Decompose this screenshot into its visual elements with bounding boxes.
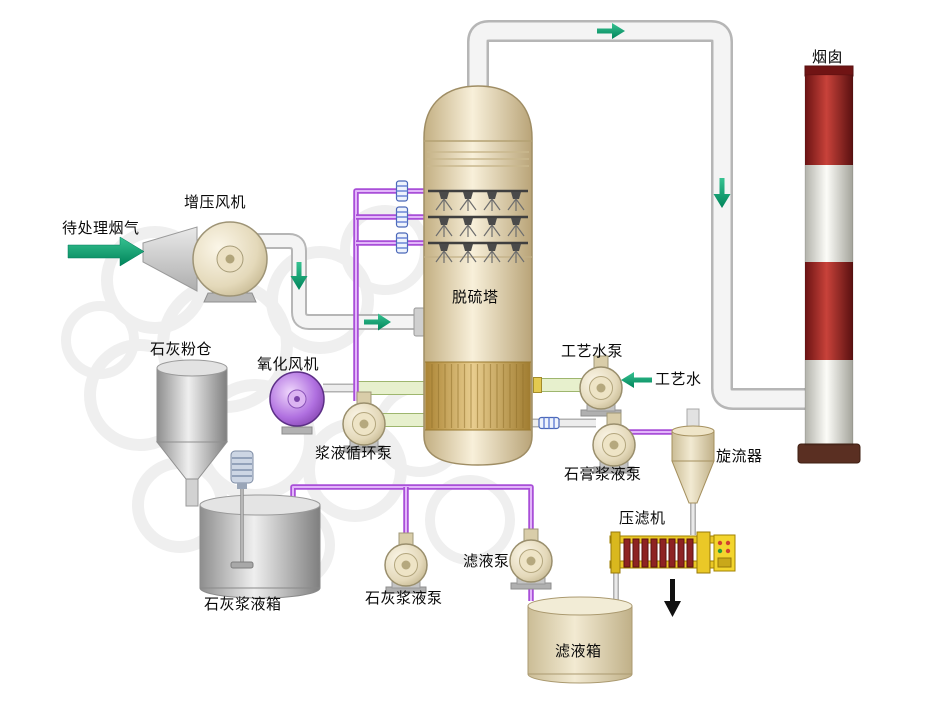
flow-arrow-chimney [713,178,731,208]
clean-gas-duct [467,20,809,410]
hydrocyclone [671,425,715,504]
filtrate-tank-label: 滤液箱 [555,643,602,660]
chimney-base [797,443,861,464]
flow-arrows [67,23,731,388]
process-water-segment [535,378,583,392]
stack-label: 烟囱 [812,49,843,66]
filtrate-pump-label: 滤液泵 [463,553,510,570]
fan-inlet-cone [142,226,198,292]
oxidation-fan-label: 氧化风机 [257,356,319,373]
slurry-circulation-pump-label: 浆液循环泵 [315,444,393,462]
lime-slurry-tank-label: 石灰浆液箱 [204,595,282,613]
labels: 待处理烟气 增压风机 脱硫塔 烟囱 石灰粉仓 氧化风机 浆液循环泵 工艺水泵 工… [62,49,843,660]
flue-gas-inlet-label: 待处理烟气 [62,220,140,237]
absorber-tower-label: 脱硫塔 [452,289,499,306]
booster-fan-label: 增压风机 [184,194,246,211]
absorber-tower [423,85,533,466]
filtrate-pump [509,528,553,590]
filter-press-label: 压滤机 [619,510,666,527]
filter-press [609,531,736,617]
spray-valve-2 [395,206,409,228]
spray-valve-1 [395,180,409,202]
circulation-suction-segment [379,413,429,427]
lime-slurry-pump [384,532,428,594]
gypsum-slurry-pump-label: 石膏浆液泵 [564,465,642,483]
process-water-pump-label: 工艺水泵 [561,343,623,360]
gypsum-slurry-pump [592,412,636,474]
filtrate-tank [527,596,633,684]
process-water-label: 工艺水 [655,371,702,388]
process-water-arrow [621,372,652,388]
process-water-fitting [533,377,542,393]
lime-powder-silo [155,359,229,507]
flow-arrow-tower-inlet [364,313,391,331]
pipe-segments [355,377,583,427]
flow-arrow-down-fan [290,262,308,290]
agitator [230,450,254,569]
chimney [797,65,861,464]
lime-slurry-tank [199,494,321,599]
gypsum-line-valve [538,416,560,430]
flue-gas-inlet-arrow [67,236,145,267]
hydrocyclone-label: 旋流器 [716,448,763,465]
agitator-motor [230,450,254,484]
lime-powder-silo-label: 石灰粉仓 [150,341,212,358]
cake-discharge-arrow [664,579,681,617]
lime-slurry-pump-label: 石灰浆液泵 [365,589,443,607]
spray-valve-3 [395,232,409,254]
flow-arrow-top-duct [597,23,625,39]
oxidation-fan [269,371,325,435]
booster-fan [142,221,268,303]
agitator-impeller [230,561,254,569]
process-water-pump [579,355,623,417]
